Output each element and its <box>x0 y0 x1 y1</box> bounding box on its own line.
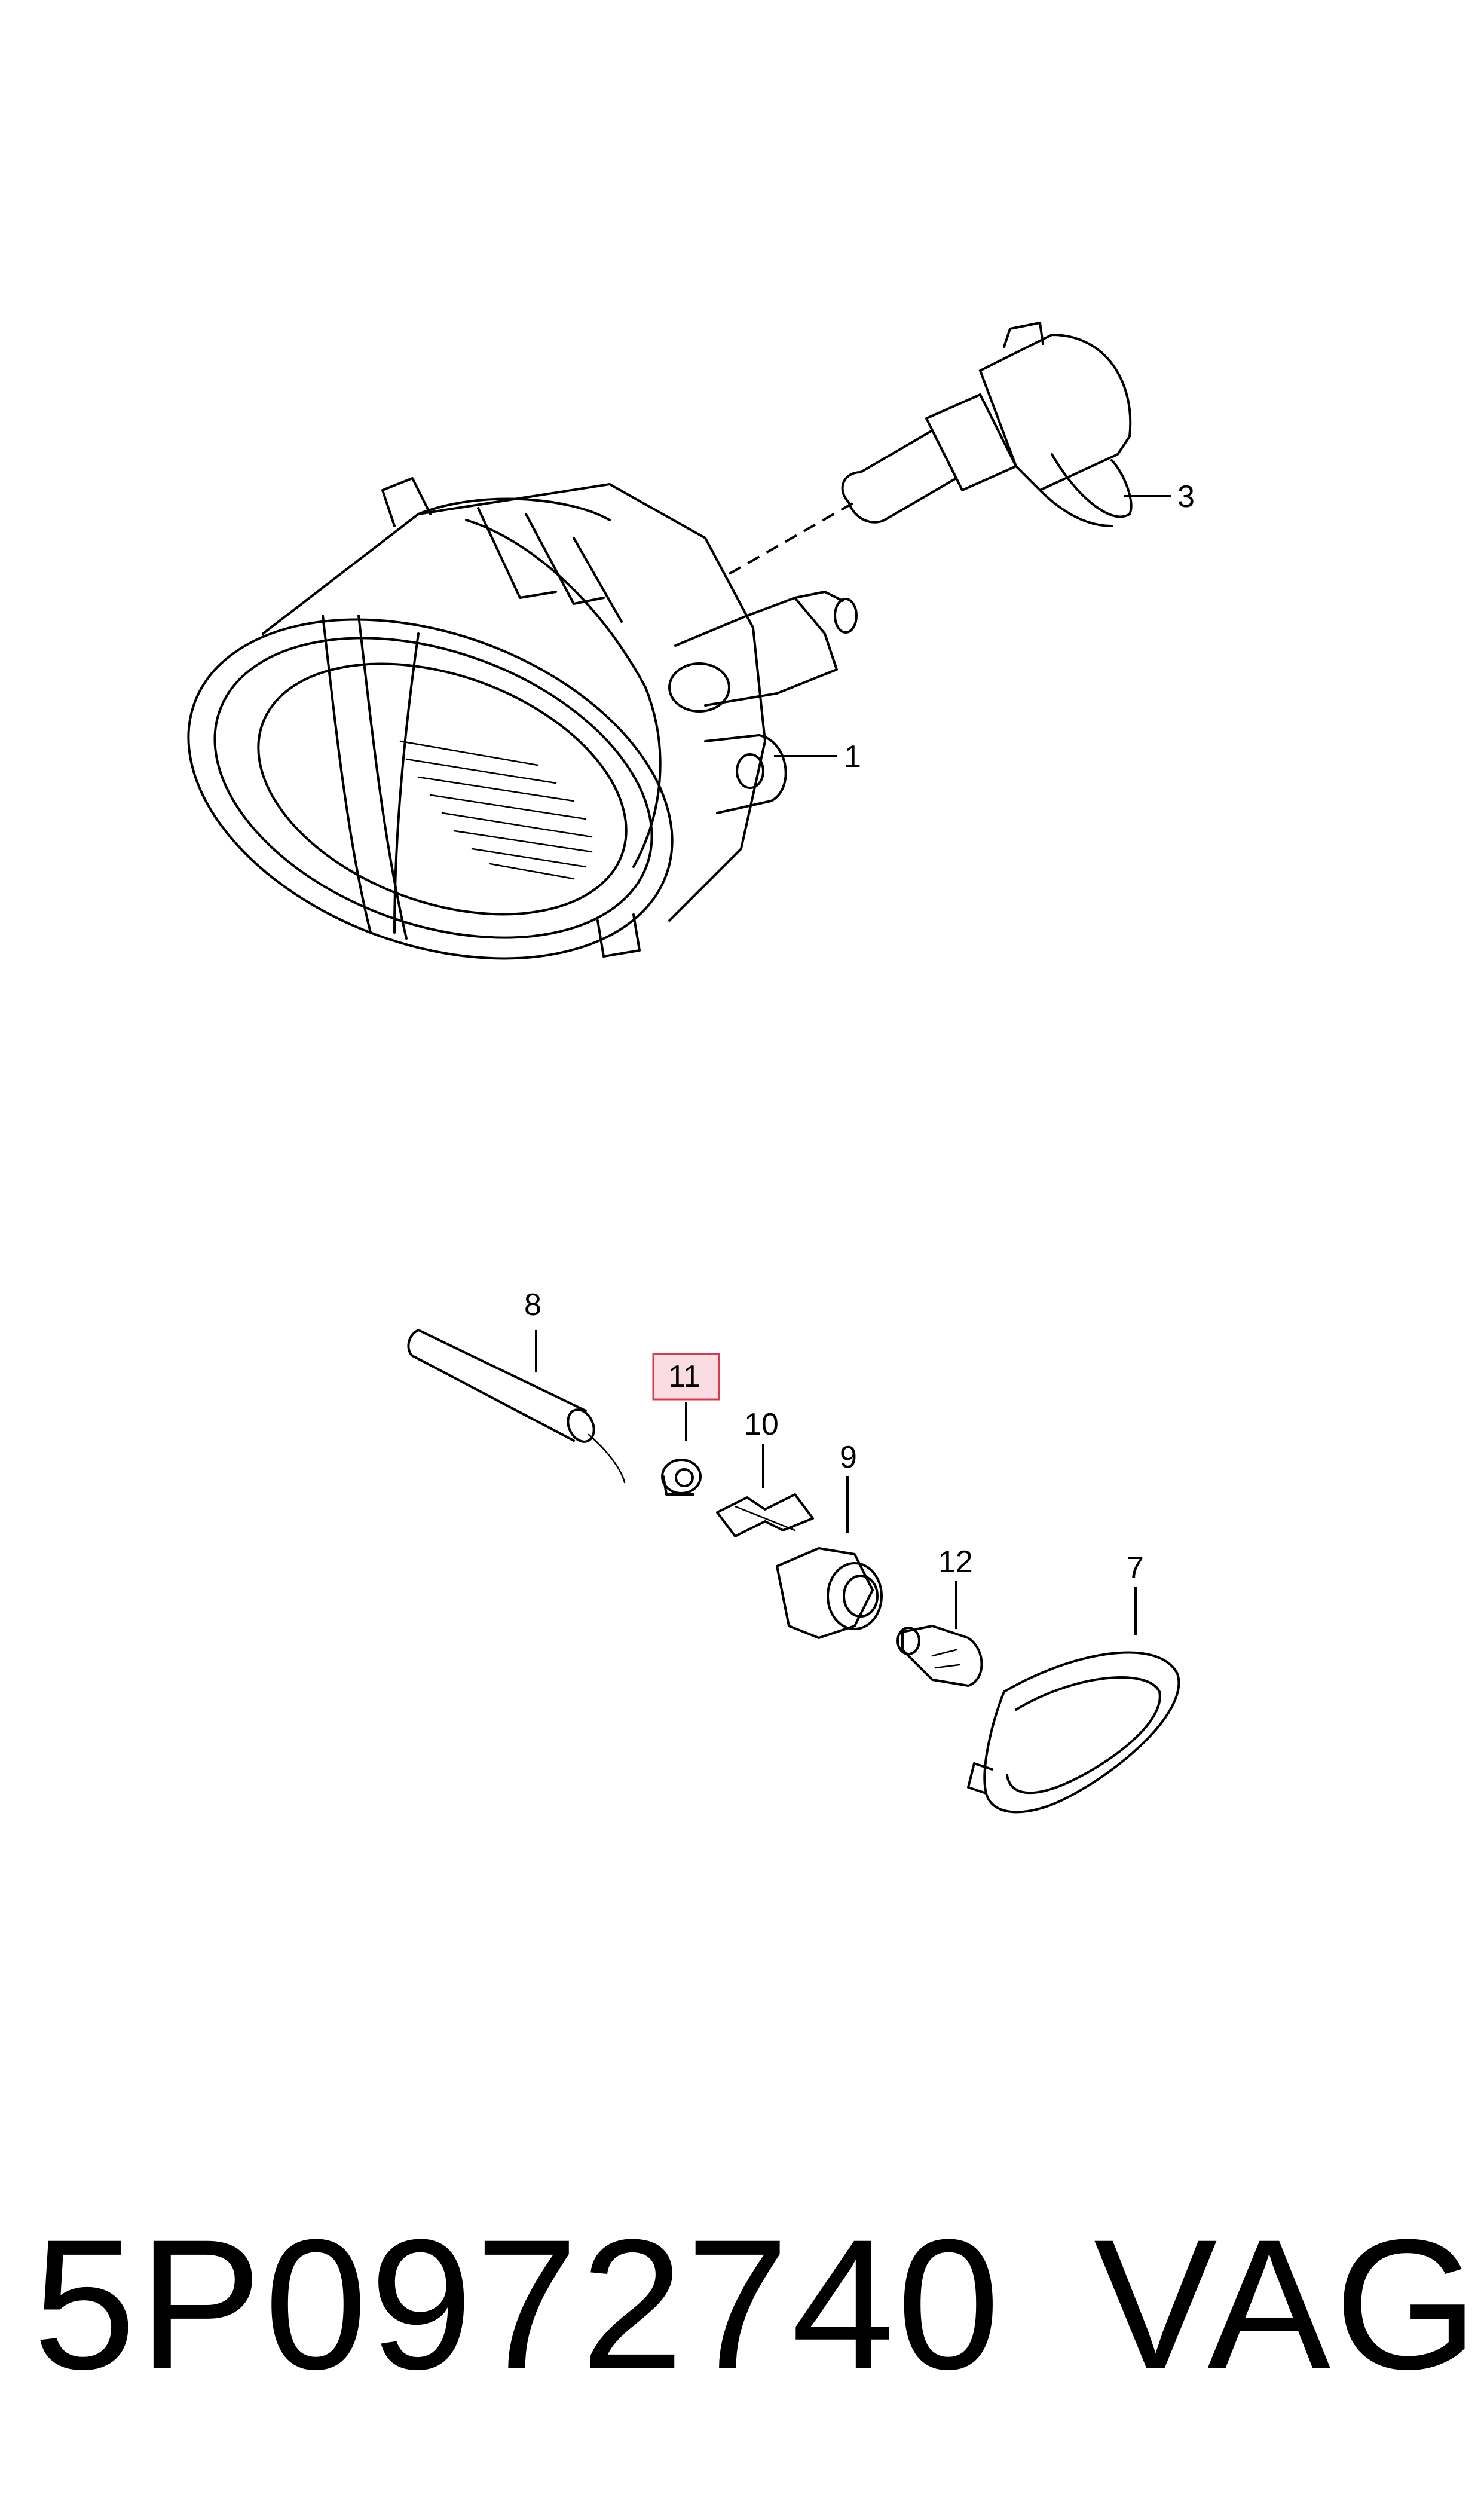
callout-12: 12 <box>938 1545 973 1579</box>
part-number: 5P0972740 <box>33 2200 1003 2408</box>
callout-7: 7 <box>1127 1551 1144 1585</box>
side-marker-lamp <box>967 1651 1180 1814</box>
bulb-socket <box>776 1547 883 1639</box>
callout-8: 8 <box>524 1288 541 1322</box>
callout-3: 3 <box>1177 479 1195 514</box>
callout-1: 1 <box>844 739 861 774</box>
grommet <box>661 1459 702 1496</box>
callout-10: 10 <box>744 1407 779 1442</box>
brand-label: VAG <box>1094 2200 1482 2408</box>
contact-terminals <box>716 1493 814 1537</box>
callout-9: 9 <box>840 1440 857 1475</box>
wedge-bulb <box>896 1625 983 1687</box>
wiring-harness <box>407 1329 626 1484</box>
fog-lamp-housing <box>187 477 858 960</box>
h11-bulb <box>841 322 1133 527</box>
callout-11: 11 <box>668 1359 700 1394</box>
assembly-axis-line <box>729 501 855 575</box>
highlight-box-11 <box>652 1353 720 1401</box>
